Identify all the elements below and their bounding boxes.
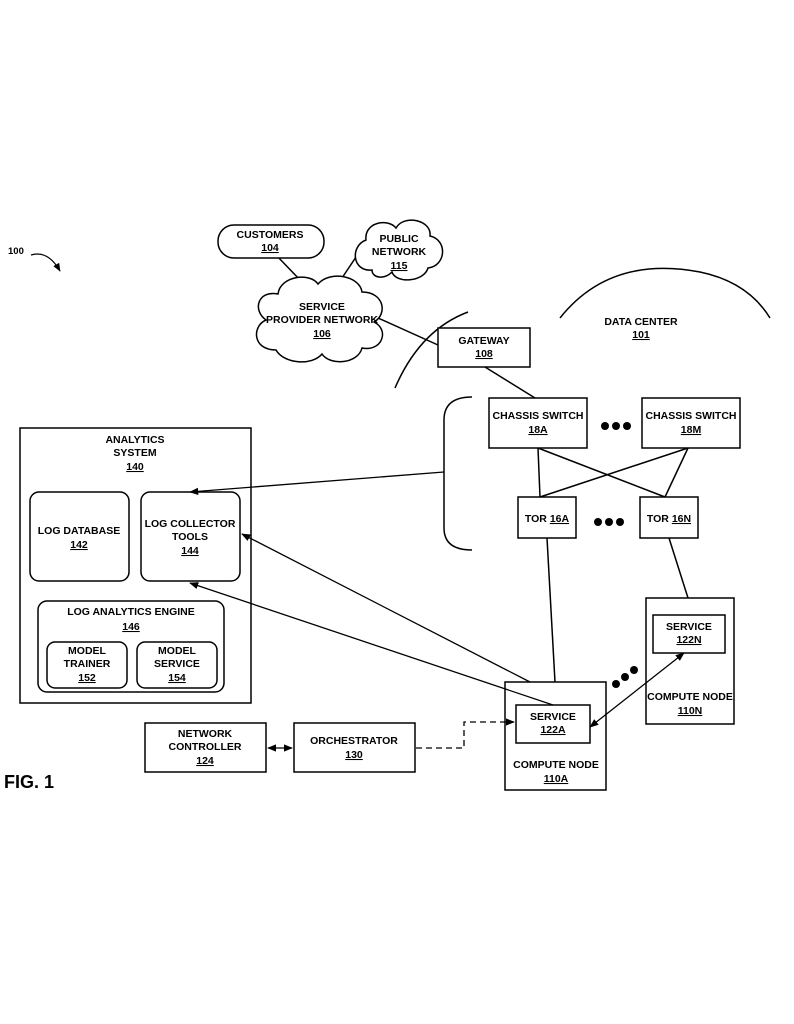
service-provider-network-cloud [255, 275, 384, 363]
compute-node-110n-num: 110N [678, 705, 703, 717]
gateway-name: GATEWAY [458, 335, 509, 347]
public-network-line2: NETWORK [372, 246, 427, 258]
analytics-system-num: 140 [126, 461, 144, 473]
arrow-cn110a-to-log-collector [241, 533, 531, 683]
log-database-num: 142 [70, 539, 88, 551]
log-database-name: LOG DATABASE [38, 525, 120, 537]
model-service-box [136, 641, 218, 689]
customers-name: CUSTOMERS [237, 229, 304, 241]
analytics-system-line2: SYSTEM [113, 447, 156, 459]
service-122a-name: SERVICE [530, 711, 576, 723]
network-controller-line2: CONTROLLER [169, 741, 242, 753]
link-spn-gateway [377, 317, 439, 346]
log-collector-line2: TOOLS [172, 531, 208, 543]
link-18m-16n [664, 447, 689, 498]
public-network-cloud [354, 219, 444, 281]
arrows [189, 471, 685, 752]
tor-16n-label: TOR 16N [647, 513, 691, 525]
data-center-arc-right [559, 267, 771, 319]
model-service-line2: SERVICE [154, 658, 200, 670]
chassis-switch-18a-name: CHASSIS SWITCH [492, 410, 583, 422]
orchestrator-box [293, 722, 416, 773]
network-controller-line1: NETWORK [178, 728, 233, 740]
chassis-switch-18a-box [488, 397, 588, 449]
data-center-name: DATA CENTER [604, 316, 678, 328]
data-center-brace [443, 396, 473, 551]
compute-node-110a-name: COMPUTE NODE [513, 759, 599, 771]
chassis-switch-18m-box [641, 397, 741, 449]
ellipsis-compute [612, 666, 638, 688]
figure-caption: FIG. 1 [4, 772, 54, 792]
figure-ref-arrow [30, 253, 61, 272]
compute-node-110n-name: COMPUTE NODE [647, 691, 733, 703]
analytics-system-line1: ANALYTICS [105, 434, 164, 446]
model-trainer-line2: TRAINER [64, 658, 111, 670]
arrow-orchestrator-service122a-dashed [416, 718, 515, 749]
log-collector-line1: LOG COLLECTOR [145, 518, 236, 530]
chassis-switch-18a-num: 18A [528, 424, 548, 436]
service-122a-num: 122A [540, 724, 566, 736]
orchestrator-num: 130 [345, 749, 363, 761]
tor-16a-box [517, 496, 577, 539]
gateway-num: 108 [475, 348, 493, 360]
chassis-switch-18m-num: 18M [681, 424, 702, 436]
customers-num: 104 [261, 242, 279, 254]
log-analytics-engine-name: LOG ANALYTICS ENGINE [67, 606, 195, 618]
link-gateway-chassis [484, 366, 536, 399]
log-analytics-engine-num: 146 [122, 621, 140, 633]
model-trainer-box [46, 641, 128, 689]
ellipsis-chassis [601, 422, 631, 430]
data-center-arc-left [394, 311, 469, 389]
service-122n-num: 122N [676, 634, 701, 646]
service-122n-box [652, 614, 726, 654]
link-18a-16n [537, 447, 666, 498]
public-network-num: 115 [391, 260, 408, 272]
spn-line2: PROVIDER NETWORK [266, 314, 378, 326]
customers-box [217, 224, 325, 259]
arrow-brace-to-log-collector [189, 471, 445, 495]
link-18a-16a [537, 447, 541, 498]
public-network-line1: PUBLIC [379, 233, 419, 245]
log-database-box [29, 491, 130, 582]
model-trainer-num: 152 [78, 672, 96, 684]
orchestrator-name: ORCHESTRATOR [310, 735, 398, 747]
arrow-service122a-to-log-collector [189, 582, 554, 706]
chassis-switch-18m-name: CHASSIS SWITCH [645, 410, 736, 422]
network-controller-box [144, 722, 267, 773]
arrow-service122a-service122n [589, 652, 685, 728]
tor-16n-box [639, 496, 699, 539]
link-16n-cn110n [668, 537, 689, 599]
model-service-num: 154 [168, 672, 186, 684]
connection-lines [275, 247, 689, 683]
gateway-box [437, 327, 531, 368]
network-controller-num: 124 [196, 755, 214, 767]
tor-16a-label: TOR 16A [525, 513, 570, 525]
ellipsis-tor [594, 518, 624, 526]
link-18m-16a [539, 447, 689, 498]
spn-line1: SERVICE [299, 301, 345, 313]
spn-num: 106 [313, 328, 331, 340]
compute-node-110a-num: 110A [544, 773, 569, 785]
figure-ref-number: 100 [8, 246, 24, 257]
model-trainer-line1: MODEL [68, 645, 107, 657]
log-collector-num: 144 [181, 545, 199, 557]
model-service-line1: MODEL [158, 645, 197, 657]
data-center-num: 101 [632, 329, 650, 341]
link-16a-cn110a [546, 537, 556, 683]
service-122n-name: SERVICE [666, 621, 712, 633]
